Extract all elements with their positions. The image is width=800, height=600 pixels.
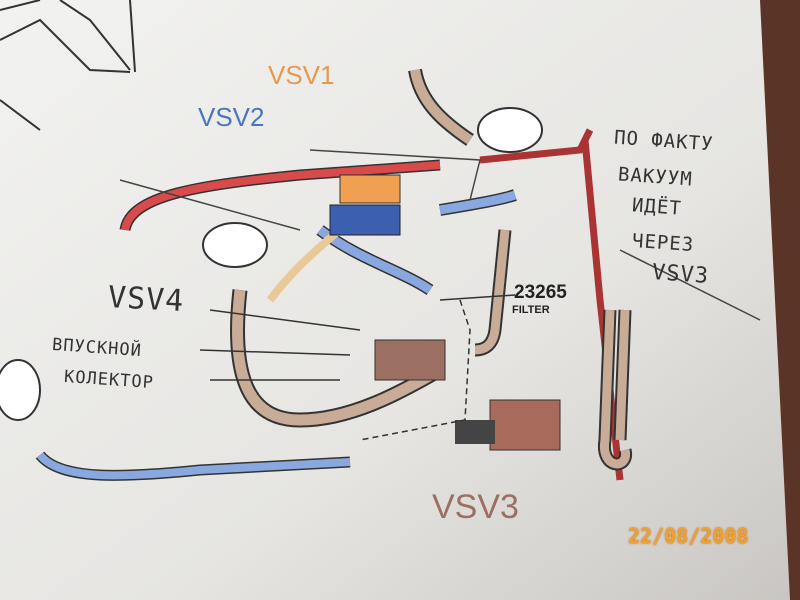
table-edge [760, 0, 800, 600]
note-line-3: ИДЁТ [631, 194, 683, 220]
tan-hose-right [599, 309, 630, 469]
leader-lines [199, 294, 516, 381]
vsv3-valve [489, 399, 561, 451]
date-stamp: 22/08/2008 [628, 524, 749, 548]
tan-hose-top [410, 68, 473, 145]
vsv1-label: VSV1 [268, 60, 335, 90]
note-line-5: VSV3 [651, 260, 710, 289]
red-hose-right [479, 128, 624, 481]
blue-hose-upper [439, 190, 517, 215]
note-line-4: ЧЕРЕЗ [631, 229, 695, 257]
vsv1-valve [339, 174, 401, 204]
vsv2-label: VSV2 [198, 102, 265, 132]
engine-outline [0, 0, 131, 131]
vsv3-connector [455, 420, 495, 444]
vacuum-chamber [202, 222, 268, 268]
vsv2-valve [329, 204, 401, 236]
blue-hose-bottom [36, 452, 351, 480]
vsv4-handwritten-label: VSV4 [107, 280, 186, 319]
red-hose [121, 161, 441, 231]
vacuum-diaphragm [477, 107, 543, 153]
vsv3-label: VSV3 [432, 488, 519, 526]
tan-hose-vsv4 [232, 289, 443, 426]
filter-label: FILTER [512, 304, 550, 316]
tan-hose-filter [474, 229, 510, 355]
vsv4-valve [374, 339, 446, 381]
part-number: 23265 [514, 282, 567, 303]
